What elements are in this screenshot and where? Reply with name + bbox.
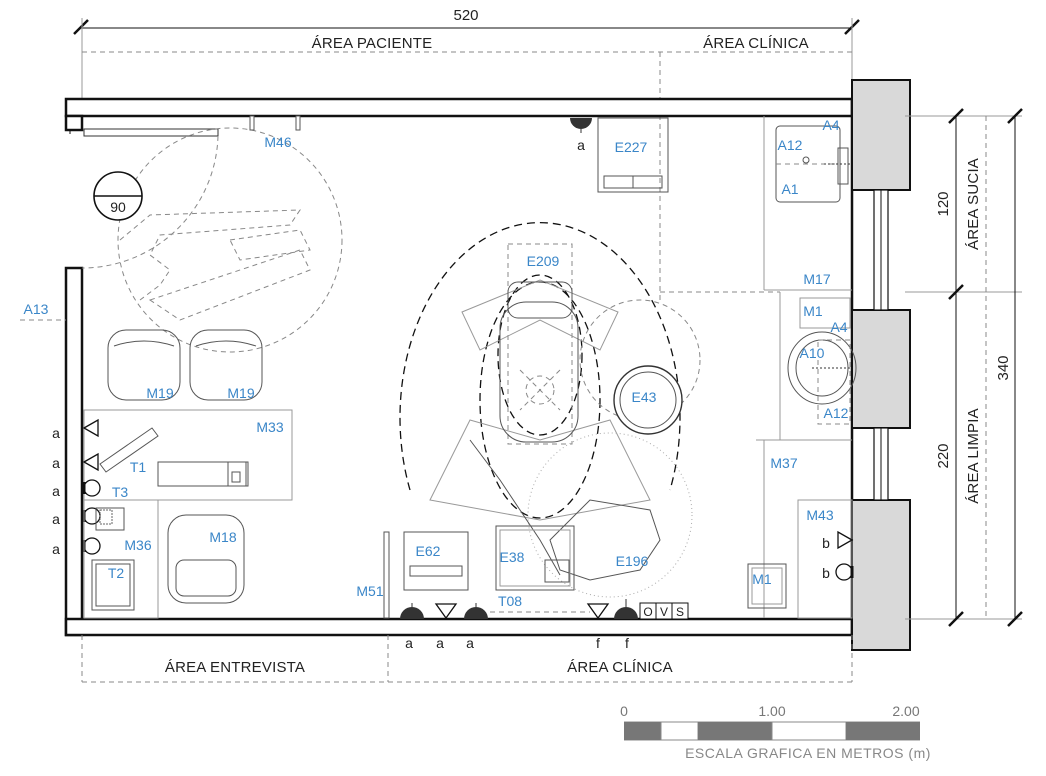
code-e43: E43 [632, 389, 657, 405]
code-m17: M17 [803, 271, 830, 287]
dirty-area-sink: A4 A12 A1 [763, 116, 852, 291]
zone-area-paciente: ÁREA PACIENTE [312, 35, 433, 52]
symbol-a-top: a [577, 137, 585, 153]
code-m46: M46 [264, 134, 291, 150]
storage-m37-m43: M37 M43 b b M1 [747, 439, 854, 619]
a13-marker: A13 [20, 301, 66, 321]
code-a13: A13 [24, 301, 49, 317]
zone-area-limpia: ÁREA LIMPIA [965, 408, 982, 504]
scale-label-0: 0 [620, 703, 628, 719]
armchair-m18: M18 [167, 514, 245, 604]
symbol-a-left-2: a [52, 455, 60, 471]
symbol-a-left-4: a [52, 511, 60, 527]
code-e196: E196 [616, 553, 649, 569]
right-dimensions: 120 220 340 ÁREA SUCIA ÁREA LIMPIA [905, 108, 1023, 627]
code-m1-top: M1 [803, 303, 823, 319]
counter-t08: T08 [490, 593, 590, 613]
code-m19-a: M19 [146, 385, 173, 401]
code-m33: M33 [256, 419, 283, 435]
width-dimension: 520 [453, 7, 478, 24]
code-a12-top: A12 [778, 137, 803, 153]
code-a1: A1 [781, 181, 798, 197]
stool-e43: E43 [579, 299, 701, 435]
m51-panel: M51 [356, 531, 390, 619]
right-wall-pillars [851, 79, 911, 651]
symbol-s: S [676, 605, 684, 619]
code-m51: M51 [356, 583, 383, 599]
code-e38: E38 [500, 549, 525, 565]
top-zone-band: ÁREA PACIENTE ÁREA CLÍNICA [82, 35, 852, 300]
door-angle-label: 90 [110, 199, 126, 215]
symbol-o: O [643, 605, 652, 619]
code-e209: E209 [527, 253, 560, 269]
code-t3: T3 [112, 484, 129, 500]
height-limpia-dimension: 220 [935, 443, 952, 468]
lamp-symbol-top: a [570, 118, 592, 153]
code-t2: T2 [108, 565, 125, 581]
clean-area-sink: M17 M1 A4 A10 A12 [660, 271, 857, 440]
code-a12-mid: A12 [824, 405, 849, 421]
scale-label-1: 1.00 [758, 703, 785, 719]
symbol-a-bottom-1: a [405, 635, 413, 651]
scale-label-2: 2.00 [892, 703, 919, 719]
code-m18: M18 [209, 529, 236, 545]
symbol-a-bottom-3: a [466, 635, 474, 651]
cart-e38: E38 [495, 525, 575, 591]
symbol-v: V [660, 605, 668, 619]
sofa-m19-right: M19 [189, 329, 263, 401]
desk-m33: M33 T1 [83, 409, 293, 501]
code-e62: E62 [416, 543, 441, 559]
symbol-f-bottom-1: f [596, 635, 600, 651]
symbol-f-bottom-2: f [625, 635, 629, 651]
walls [64, 97, 854, 637]
code-m19-b: M19 [227, 385, 254, 401]
e227-cabinet: E227 [597, 117, 669, 193]
scale-caption: ESCALA GRAFICA EN METROS (m) [685, 745, 931, 761]
bottom-zone-band: ÁREA ENTREVISTA ÁREA CLÍNICA [81, 635, 853, 683]
side-cabinet: T3 M36 T2 [83, 484, 159, 619]
code-a10: A10 [800, 345, 825, 361]
symbol-a-left-1: a [52, 425, 60, 441]
symbol-a-left-3: a [52, 483, 60, 499]
height-total-dimension: 340 [995, 355, 1012, 380]
code-m1-bottom: M1 [752, 571, 772, 587]
cabinet-e62: E62 [403, 531, 469, 591]
zone-area-clinica-bottom: ÁREA CLÍNICA [567, 659, 673, 676]
m46-fixture: M46 [249, 115, 301, 150]
symbol-b-right-1: b [822, 535, 830, 551]
sofa-m19-left: M19 [107, 329, 181, 401]
code-e227: E227 [615, 139, 648, 155]
height-sucia-dimension: 120 [935, 191, 952, 216]
door-swing: 90 [81, 127, 343, 353]
zone-area-sucia: ÁREA SUCIA [965, 158, 982, 250]
code-m36: M36 [124, 537, 151, 553]
zone-area-entrevista: ÁREA ENTREVISTA [165, 659, 305, 676]
top-dimension: 520 [73, 7, 860, 100]
code-a4-top: A4 [822, 117, 839, 133]
symbol-b-right-2: b [822, 565, 830, 581]
scale-bar: 0 1.00 2.00 ESCALA GRAFICA EN METROS (m) [620, 703, 931, 761]
operator-e196: E196 [469, 432, 693, 598]
zone-area-clinica-top: ÁREA CLÍNICA [703, 35, 809, 52]
symbol-a-bottom-2: a [436, 635, 444, 651]
code-t08: T08 [498, 593, 522, 609]
code-a4-mid: A4 [830, 319, 847, 335]
code-m43: M43 [806, 507, 833, 523]
bottom-wall-symbols: O V S a a a f f [400, 599, 689, 651]
symbol-a-left-5: a [52, 541, 60, 557]
dental-chair-e209: E209 [399, 221, 681, 521]
code-t1: T1 [130, 459, 147, 475]
code-m37: M37 [770, 455, 797, 471]
